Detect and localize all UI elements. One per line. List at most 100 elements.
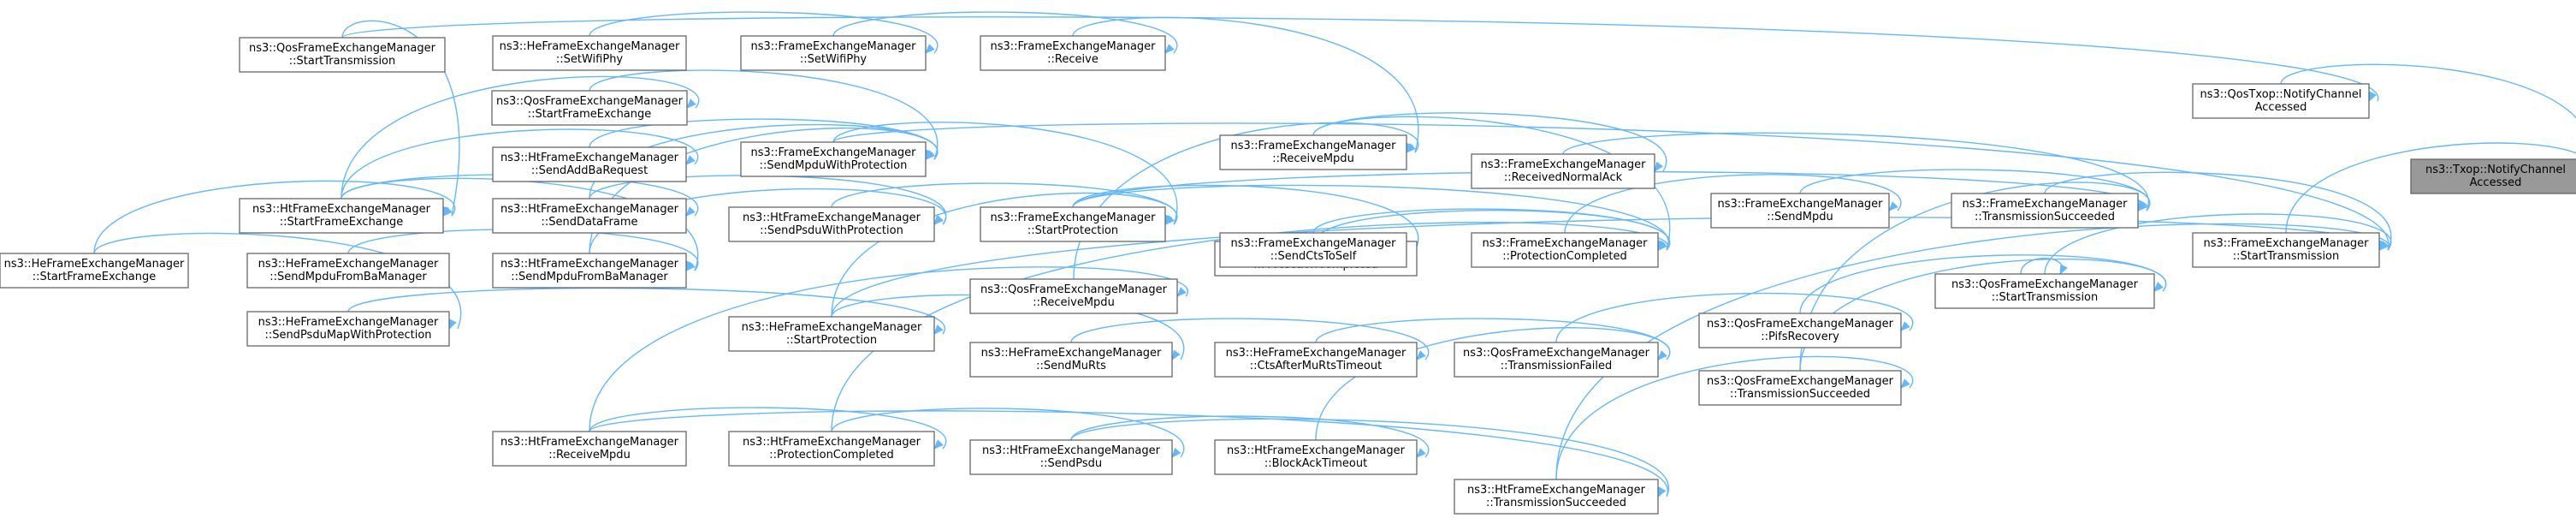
node-box	[740, 35, 927, 71]
node-fem-recv[interactable]: ns3::FrameExchangeManager::Receive	[980, 35, 1166, 71]
node-htfem-rm[interactable]: ns3::HtFrameExchangeManager::ReceiveMpdu	[492, 431, 687, 467]
node-label-method: ::SendCtsToSelf	[1270, 250, 1357, 263]
arrowhead	[1900, 378, 1910, 389]
node-label-method: ::PifsRecovery	[1761, 330, 1839, 343]
node-label-scope: ns3::FrameExchangeManager	[1230, 140, 1396, 152]
edge-line	[1072, 184, 1419, 251]
edge-fem-st-to-root	[2285, 142, 2576, 234]
node-label-scope: ns3::QosFrameExchangeManager	[1707, 318, 1894, 330]
node-label-scope: ns3::FrameExchangeManager	[1480, 158, 1646, 171]
node-label-scope: ns3::HtFrameExchangeManager	[743, 436, 921, 449]
node-box	[969, 439, 1173, 475]
arrowhead	[2153, 282, 2164, 292]
node-label-method: ::StartProtection	[1027, 224, 1118, 237]
node-htfem-ts[interactable]: ns3::HtFrameExchangeManager::Transmissio…	[1454, 479, 1659, 515]
node-fem-sm[interactable]: ns3::FrameExchangeManager::SendMpdu	[1710, 193, 1890, 229]
node-fem-scts[interactable]: ns3::FrameExchangeManager::SendCtsToSelf	[1219, 232, 1407, 268]
node-qfem-st1[interactable]: ns3::QosFrameExchangeManager::StartTrans…	[239, 37, 446, 73]
node-label-method: ::SendDataFrame	[541, 216, 637, 229]
arrowhead	[448, 319, 457, 330]
node-fem-ts[interactable]: ns3::FrameExchangeManager::TransmissionS…	[1951, 193, 2139, 229]
node-htfem-sdf[interactable]: ns3::HtFrameExchangeManager::SendDataFra…	[492, 198, 687, 234]
edge-line	[589, 69, 939, 160]
node-qfem-st2[interactable]: ns3::QosFrameExchangeManager::StartTrans…	[1934, 273, 2155, 309]
node-qfem-pifs[interactable]: ns3::QosFrameExchangeManager::PifsRecove…	[1698, 313, 1902, 348]
node-htfem-sfe[interactable]: ns3::HtFrameExchangeManager::StartFrameE…	[239, 198, 444, 234]
node-label-scope: ns3::HeFrameExchangeManager	[258, 258, 439, 271]
node-box	[246, 311, 450, 347]
node-fem-rm[interactable]: ns3::FrameExchangeManager::ReceiveMpdu	[1219, 134, 1407, 170]
edge-line	[93, 232, 462, 330]
node-htfem-saba[interactable]: ns3::HtFrameExchangeManager::SendAddBaRe…	[492, 146, 687, 182]
node-htfem-pc[interactable]: ns3::HtFrameExchangeManager::ProtectionC…	[728, 431, 935, 467]
node-hefem-smfbm[interactable]: ns3::HeFrameExchangeManager::SendMpduFro…	[246, 253, 450, 289]
node-fem-smwp[interactable]: ns3::FrameExchangeManager::SendMpduWithP…	[740, 141, 927, 177]
arrowhead	[1888, 201, 1898, 211]
node-label-method: ::SendMpduFromBaManager	[269, 271, 427, 283]
node-label-method: ::SendPsduMapWithProtection	[264, 329, 431, 342]
node-label-method: ::SendPsduWithProtection	[760, 224, 903, 237]
edge-line	[832, 122, 2389, 251]
edge-line	[341, 20, 460, 217]
node-htfem-sp[interactable]: ns3::HtFrameExchangeManager::SendPsdu	[969, 439, 1173, 475]
arrowhead	[1416, 350, 1426, 360]
node-hefem-swp[interactable]: ns3::HeFrameExchangeManager::SetWifiPhy	[492, 35, 687, 71]
arrowhead	[442, 206, 453, 217]
node-box	[728, 316, 935, 352]
node-label-method: ::SendPsdu	[1040, 457, 1102, 470]
node-label-method: ::ProtectionCompleted	[769, 449, 893, 461]
node-hefem-cts[interactable]: ns3::HeFrameExchangeManager::CtsAfterMuR…	[1214, 342, 1418, 378]
node-qfem-sfe[interactable]: ns3::QosFrameExchangeManager::StartFrame…	[491, 90, 688, 126]
node-qfem-tf[interactable]: ns3::QosFrameExchangeManager::Transmissi…	[1454, 342, 1659, 378]
edge-htfem-pc-to-htfem-sp	[831, 408, 1185, 459]
edge-fem-pc-to-fem-sm	[1564, 174, 1902, 234]
node-label-method: ::StartFrameExchange	[528, 108, 652, 121]
node-label-scope: ns3::HtFrameExchangeManager	[1467, 484, 1646, 497]
edge-htfem-sp-to-htfem-bat	[1070, 415, 1430, 458]
edge-qtxop-to-root	[2280, 63, 2576, 119]
node-label-scope: ns3::HtFrameExchangeManager	[743, 211, 921, 224]
node-box	[492, 146, 687, 182]
edges-layer	[93, 11, 2576, 498]
edge-line	[1070, 415, 1430, 458]
node-label-scope: ns3::FrameExchangeManager	[1482, 237, 1648, 250]
node-htfem-bat[interactable]: ns3::HtFrameExchangeManager::BlockAckTim…	[1214, 439, 1418, 475]
node-hefem-sprot[interactable]: ns3::HeFrameExchangeManager::StartProtec…	[728, 316, 935, 352]
node-box	[239, 37, 446, 73]
node-qfem-rm[interactable]: ns3::QosFrameExchangeManager::ReceiveMpd…	[969, 278, 1178, 314]
node-fem-st[interactable]: ns3::FrameExchangeManager::StartTransmis…	[2192, 232, 2380, 268]
node-label-method: ::SetWifiPhy	[800, 53, 868, 66]
node-fem-sp[interactable]: ns3::FrameExchangeManager::StartProtecti…	[980, 206, 1166, 242]
edge-line	[341, 128, 699, 199]
node-hefem-spmwp[interactable]: ns3::HeFrameExchangeManager::SendPsduMap…	[246, 311, 450, 347]
arrowhead	[1171, 447, 1181, 459]
node-label-method: ::ReceiveMpdu	[548, 449, 631, 461]
node-label-method: ::CtsAfterMuRtsTimeout	[1250, 360, 1382, 372]
edge-hefem-smr-to-hefem-cts	[1070, 318, 1430, 360]
node-label-method: ::BlockAckTimeout	[1264, 457, 1367, 470]
node-fem-swp[interactable]: ns3::FrameExchangeManager::SetWifiPhy	[740, 35, 927, 71]
node-box	[1219, 134, 1407, 170]
node-fem-pc[interactable]: ns3::FrameExchangeManager::ProtectionCom…	[1471, 232, 1659, 268]
arrowhead	[1406, 143, 1416, 153]
node-label-method: ::SendMuRts	[1036, 360, 1106, 372]
edge-line	[1072, 184, 1670, 251]
node-box	[969, 278, 1178, 314]
node-label-scope: ns3::FrameExchangeManager	[1717, 198, 1883, 211]
node-box	[0, 253, 189, 289]
node-label-scope: ns3::FrameExchangeManager	[1962, 198, 2128, 211]
node-qfem-ts[interactable]: ns3::QosFrameExchangeManager::Transmissi…	[1698, 370, 1902, 406]
node-fem-rna[interactable]: ns3::FrameExchangeManager::ReceivedNorma…	[1471, 153, 1655, 189]
node-label-scope: ns3::HtFrameExchangeManager	[1227, 444, 1406, 457]
edge-line	[831, 192, 1178, 318]
edge-hefem-sfe-to-htfem-sfe	[93, 180, 456, 254]
node-htfem-spwp[interactable]: ns3::HtFrameExchangeManager::SendPsduWit…	[728, 206, 935, 242]
edge-line	[1564, 174, 1902, 234]
arrowhead	[933, 324, 944, 335]
node-htfem-smfbm[interactable]: ns3::HtFrameExchangeManager::SendMpduFro…	[492, 253, 687, 289]
node-box	[491, 90, 688, 126]
node-hefem-sfe[interactable]: ns3::HeFrameExchangeManager::StartFrameE…	[0, 253, 189, 289]
node-hefem-smr[interactable]: ns3::HeFrameExchangeManager::SendMuRts	[969, 342, 1173, 378]
